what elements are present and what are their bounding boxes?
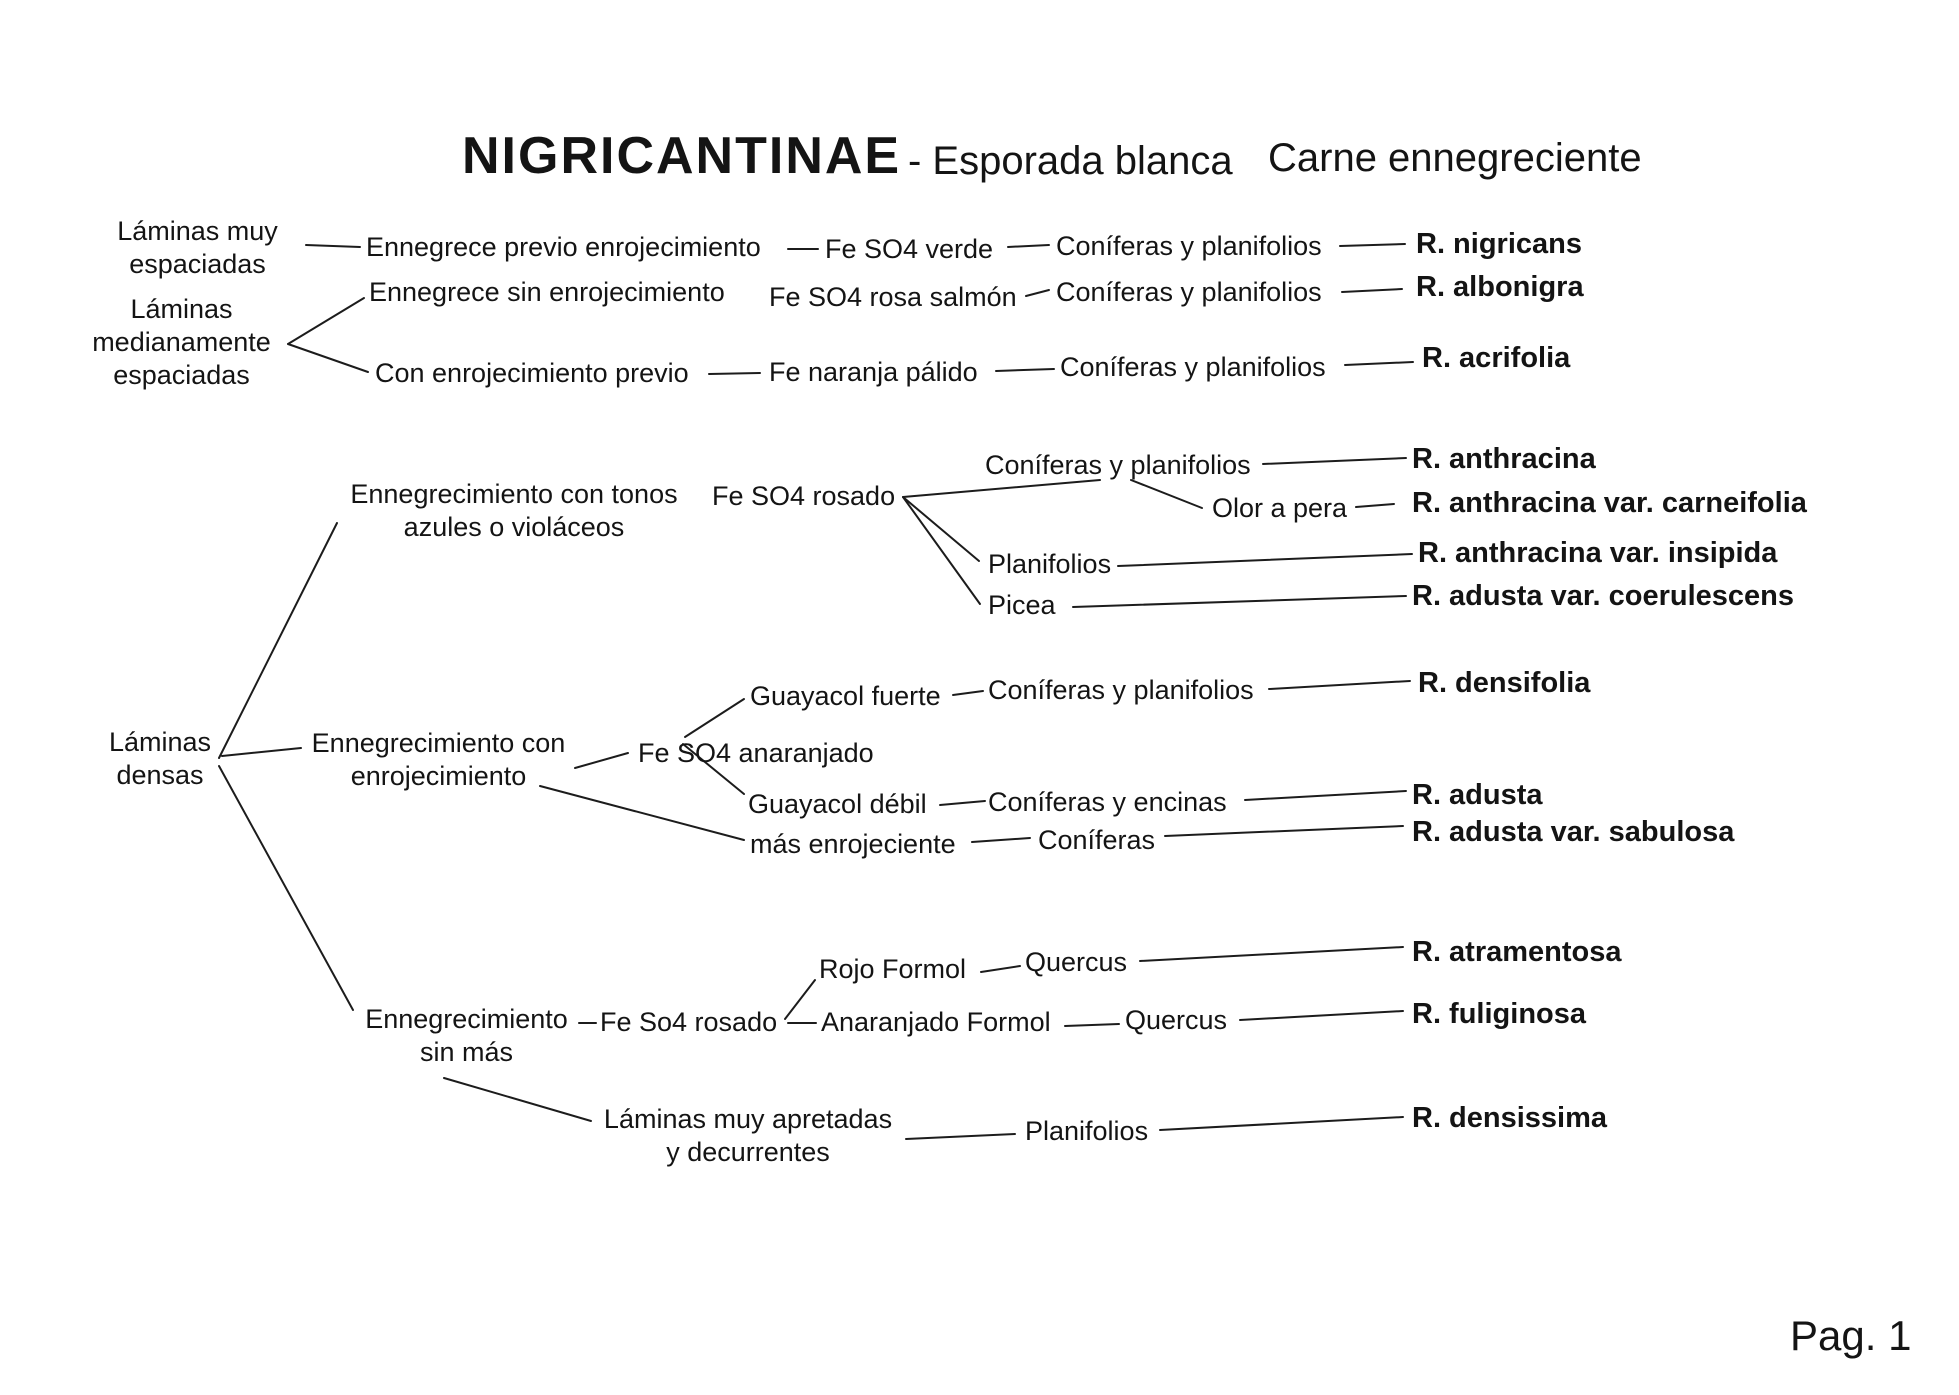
node-feso4-anaranjado: Fe SO4 anaranjado (638, 738, 874, 768)
edge-guayacolfuerte-coniferas5 (952, 690, 984, 696)
node-rojo-formol: Rojo Formol (819, 954, 967, 984)
edge-medianamente-con-enrojecimiento (287, 343, 369, 373)
node-coniferas-planifolios-3: Coníferas y planifolios (1060, 352, 1326, 382)
node-laminas-muy-apretadas: Láminas muy apretadas y decurrentes (603, 1104, 893, 1167)
species-r-adusta: R. adusta (1412, 779, 1543, 811)
diagram-subtitle-flesh: Carne ennegreciente (1268, 136, 1642, 180)
node-guayacol-debil: Guayacol débil (748, 789, 927, 819)
edge-planifolios1-insipida (1117, 553, 1413, 567)
edge-rosado1-coniferas4 (902, 479, 1101, 498)
edge-densas-tonos-azules (218, 522, 338, 759)
edge-sinmas-laminasapretadas (443, 1077, 592, 1122)
node-quercus-1: Quercus (1025, 947, 1128, 977)
edge-quercus2-fuliginosa (1239, 1010, 1404, 1021)
edge-espaciadas-ennegrece-previo (305, 244, 361, 248)
species-r-anthracina-var-carneifolia: R. anthracina var. carneifolia (1412, 487, 1807, 519)
node-coniferas-y-encinas: Coníferas y encinas (988, 787, 1227, 817)
edge-coniferas4-anthracina (1262, 457, 1407, 465)
edge-densas-con-enrojecimiento (221, 747, 302, 757)
edge-fenaranja-coniferas3 (995, 368, 1055, 372)
diagram-title: NIGRICANTINAE (462, 127, 902, 185)
node-coniferas-planifolios-2: Coníferas y planifolios (1056, 277, 1322, 307)
edge-anaranjado-guayacolfuerte (684, 698, 745, 738)
node-coniferas-planifolios-4: Coníferas y planifolios (985, 450, 1251, 480)
edge-coniferas5-densifolia (1268, 680, 1411, 690)
edge-feso4verde-coniferas1 (1007, 244, 1050, 248)
edge-rosasalmon-coniferas2 (1025, 289, 1050, 297)
species-r-densissima: R. densissima (1412, 1102, 1608, 1134)
edge-anaranjado-guayacoldebil (682, 743, 745, 795)
species-r-anthracina-var-insipida: R. anthracina var. insipida (1418, 537, 1778, 569)
diagram-subtitle-spore: - Esporada blanca (908, 139, 1233, 183)
edge-conenroj-fenaranja (708, 372, 761, 375)
node-ennegrecimiento-con-enrojecimiento: Ennegrecimiento con enrojecimiento (311, 728, 566, 791)
node-olor-a-pera: Olor a pera (1212, 493, 1348, 523)
edge-coniferas-sabulosa (1164, 825, 1404, 837)
edge-coniferas4-olorapera (1130, 479, 1203, 509)
node-quercus-2: Quercus (1125, 1005, 1228, 1035)
node-laminas-muy-espaciadas: Láminas muy espaciadas (117, 216, 278, 279)
node-laminas-medianamente-espaciadas: Láminas medianamente espaciadas (92, 294, 271, 390)
species-r-anthracina: R. anthracina (1412, 443, 1596, 475)
edge-quercus1-atramentosa (1139, 946, 1404, 962)
node-mas-enrojeciente: más enrojeciente (750, 829, 956, 859)
edge-coniferasencinas-adusta (1244, 790, 1407, 801)
species-r-fuliginosa: R. fuliginosa (1412, 998, 1586, 1030)
node-ennegrece-sin-enrojecimiento: Ennegrece sin enrojecimiento (369, 277, 725, 307)
species-r-densifolia: R. densifolia (1418, 667, 1591, 699)
edge-conenroj-masenrojeciente (539, 785, 745, 841)
edge-rosado2-rojoformol (784, 979, 816, 1020)
node-feso4-rosado-1: Fe SO4 rosado (712, 481, 896, 511)
node-picea: Picea (988, 590, 1056, 620)
node-fe-naranja-palido: Fe naranja pálido (769, 357, 978, 387)
edge-olorapera-carneifolia (1355, 503, 1395, 508)
node-laminas-densas: Láminas densas (108, 727, 212, 790)
node-planifolios-1: Planifolios (988, 549, 1112, 579)
species-r-albonigra: R. albonigra (1416, 271, 1584, 303)
edge-anaranjadoformol-quercus2 (1064, 1023, 1120, 1027)
edge-planifolios2-densissima (1159, 1116, 1404, 1131)
node-planifolios-2: Planifolios (1025, 1116, 1149, 1146)
species-r-atramentosa: R. atramentosa (1412, 936, 1622, 968)
node-anaranjado-formol: Anaranjado Formol (821, 1007, 1051, 1037)
node-feso4-rosado-2: Fe So4 rosado (600, 1007, 778, 1037)
edge-rosado1-planifolios1 (902, 496, 980, 562)
edge-guayacoldebil-coniferasencinas (939, 800, 986, 806)
node-con-enrojecimiento-previo: Con enrojecimiento previo (375, 358, 689, 388)
edge-densas-sin-mas (218, 765, 354, 1011)
page-number: Pag. 1 (1790, 1312, 1912, 1359)
node-coniferas: Coníferas (1038, 825, 1156, 855)
species-r-acrifolia: R. acrifolia (1422, 342, 1571, 374)
species-r-adusta-var-coerulescens: R. adusta var. coerulescens (1412, 580, 1795, 612)
edge-rosado1-picea (902, 496, 981, 605)
node-guayacol-fuerte: Guayacol fuerte (750, 681, 941, 711)
edge-coniferas1-nigricans (1339, 243, 1406, 247)
edge-apretadas-planifolios2 (905, 1133, 1016, 1140)
edge-coniferas2-albonigra (1341, 288, 1403, 293)
species-r-adusta-var-sabulosa: R. adusta var. sabulosa (1412, 816, 1735, 848)
edge-rojoformol-quercus1 (980, 965, 1021, 973)
edge-masenrojeciente-coniferas (971, 837, 1031, 843)
edge-picea-coerulescens (1072, 595, 1407, 608)
node-feso4-rosa-salmon: Fe SO4 rosa salmón (769, 282, 1017, 312)
edge-coniferas3-acrifolia (1344, 361, 1414, 366)
edge-medianamente-ennegrece-sin (287, 297, 365, 345)
edge-conenroj-feso4anaranjado (574, 752, 629, 769)
node-coniferas-planifolios-1: Coníferas y planifolios (1056, 231, 1322, 261)
node-ennegrece-previo-enrojecimiento: Ennegrece previo enrojecimiento (366, 232, 761, 262)
node-feso4-verde: Fe SO4 verde (825, 234, 994, 264)
node-coniferas-planifolios-5: Coníferas y planifolios (988, 675, 1254, 705)
node-ennegrecimiento-sin-mas: Ennegrecimiento sin más (365, 1004, 568, 1067)
node-ennegrecimiento-tonos-azules: Ennegrecimiento con tonos azules o violá… (350, 479, 678, 542)
species-r-nigricans: R. nigricans (1416, 228, 1582, 260)
